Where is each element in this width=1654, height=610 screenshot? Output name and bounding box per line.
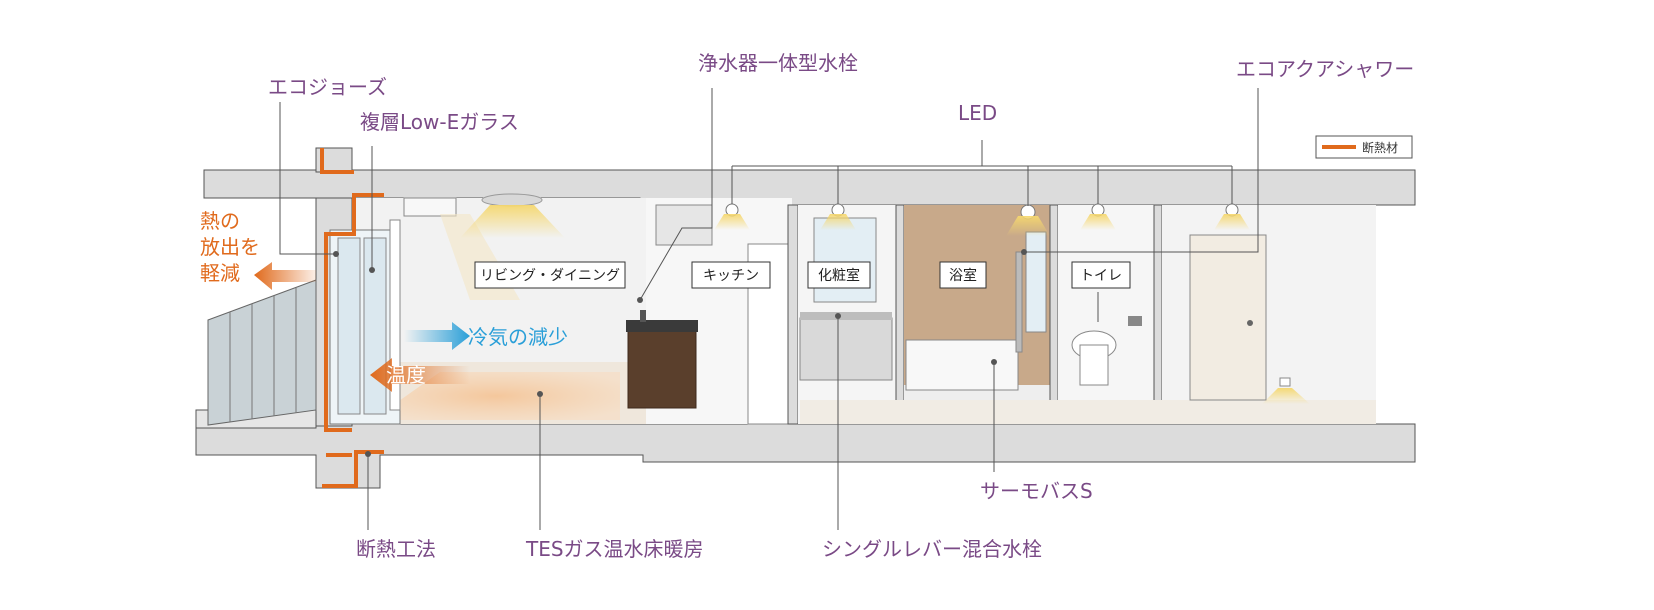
- paper-holder: [1128, 316, 1142, 326]
- kitchen-cabinet: [627, 329, 697, 409]
- range-hood: [655, 204, 713, 246]
- callout-eco-aqua-shower: エコアクアシャワー: [1236, 57, 1414, 81]
- callout-single-lever: シングルレバー混合水栓: [822, 537, 1042, 561]
- legend-label: 断熱材: [1362, 140, 1398, 155]
- balcony-railing: [207, 279, 317, 426]
- leader-dots: [333, 249, 1027, 457]
- callout-tes-floor-heating: TESガス温水床暖房: [525, 537, 704, 561]
- foot-light: [1279, 377, 1291, 387]
- living-label: リビング・ダイニング: [480, 268, 620, 284]
- bathroom-label: 浴室: [949, 267, 977, 284]
- kitchen-label: キッチン: [703, 268, 759, 284]
- heat-release-arrow: [254, 262, 316, 290]
- temperature-arrow: [370, 358, 470, 392]
- heat-release-text-1: 熱の: [200, 209, 240, 233]
- led-downlights: [714, 203, 1250, 236]
- partition-wall-3: [1049, 204, 1059, 425]
- toilet-label-box: [1071, 261, 1131, 289]
- toilet-label: トイレ: [1080, 268, 1122, 284]
- heat-release-text-3: 軽減: [200, 261, 240, 285]
- cold-air-arrow: [404, 322, 470, 350]
- foot-light-glow: [1262, 388, 1310, 404]
- living-ceiling-light: [481, 193, 543, 207]
- bathroom-window: [1025, 231, 1047, 333]
- callout-insulation-method: 断熱工法: [356, 537, 436, 561]
- powder-label-box: [807, 261, 871, 289]
- kitchen-label-box: [691, 261, 771, 289]
- hallway-floor: [800, 400, 1376, 424]
- sliding-window: [329, 219, 401, 425]
- powder-mirror: [813, 217, 877, 303]
- door-knob: [1247, 320, 1253, 326]
- living-light-glow: [460, 205, 565, 238]
- callout-eco-jozu: エコジョーズ: [268, 75, 387, 99]
- heat-release-text-2: 放出を: [200, 235, 260, 259]
- vanity-counter: [800, 312, 892, 320]
- air-conditioner: [403, 197, 457, 217]
- vanity-cabinet: [799, 317, 893, 381]
- legend-box: [1315, 135, 1413, 159]
- callout-low-e-glass: 複層Low-Eガラス: [360, 110, 519, 134]
- kitchen-faucet: [640, 310, 646, 322]
- toilet-base: [1079, 344, 1109, 386]
- bathroom-label-box: [939, 261, 987, 289]
- bathtub: [905, 339, 1019, 391]
- toilet-room: [1058, 205, 1154, 424]
- floor-slab: [195, 423, 1416, 489]
- temperature-text: 温度: [386, 363, 426, 387]
- partition-wall-1: [787, 204, 799, 425]
- callout-thermo-bath: サーモバスS: [980, 479, 1093, 503]
- entrance-door: [1189, 234, 1267, 401]
- callout-water-faucet: 浄水器一体型水栓: [698, 51, 858, 75]
- partition-wall-2: [895, 204, 905, 425]
- partition-wall-4: [1153, 204, 1163, 425]
- shower-bar: [1015, 251, 1023, 353]
- kitchen-counter: [626, 320, 698, 332]
- living-label-box: [474, 261, 626, 289]
- leader-lines: [279, 88, 1259, 530]
- powder-label: 化粧室: [818, 267, 860, 284]
- cold-air-text: 冷気の減少: [468, 325, 568, 349]
- callout-led: LED: [958, 101, 997, 125]
